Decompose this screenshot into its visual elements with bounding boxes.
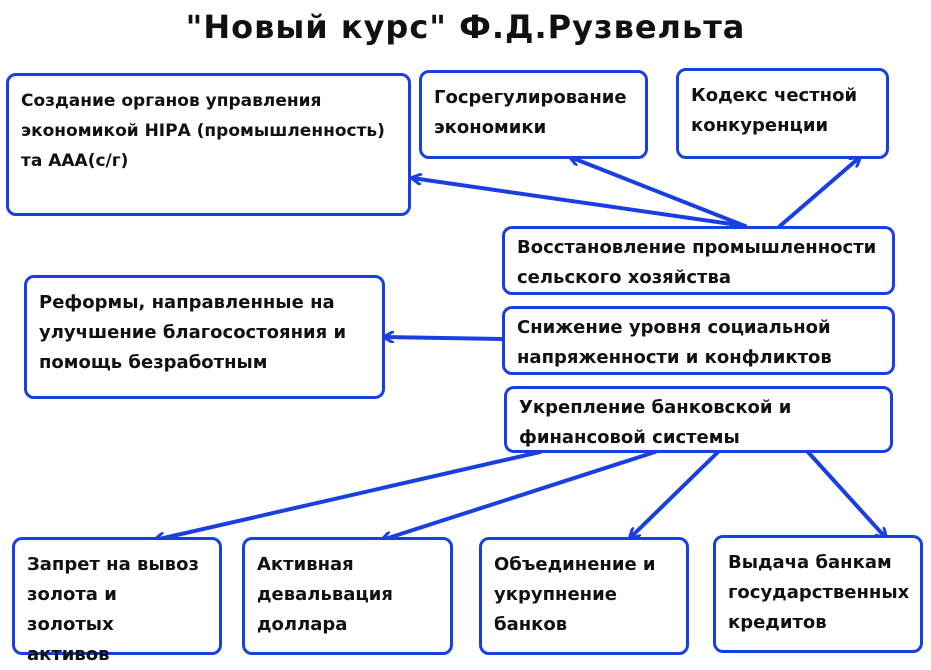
box-merger: Объединение и укрупнение банков	[479, 537, 689, 655]
arrow-banking-to-gold	[155, 450, 542, 540]
box-devaluation: Активная девальвация доллара	[242, 537, 453, 655]
box-restoration: Восстановление промышленности сельского …	[502, 226, 895, 295]
arrow-banking-to-credits	[806, 450, 886, 538]
box-regulation: Госрегулирование экономики	[419, 70, 648, 159]
page-title: "Новый курс" Ф.Д.Рузвельта	[185, 8, 746, 46]
arrow-tension-to-reforms	[384, 337, 504, 339]
arrow-restoration-to-regulation	[570, 157, 747, 228]
box-gold: Запрет на вывоз золота и золотых активов	[12, 537, 222, 665]
box-banking: Укрепление банковской и финансовой систе…	[504, 386, 893, 453]
box-code: Кодекс честной конкуренции	[676, 68, 889, 159]
arrow-restoration-to-code	[778, 157, 860, 228]
box-reforms: Реформы, направленные на улучшение благо…	[24, 275, 385, 399]
box-tension: Снижение уровня социальной напряженности…	[502, 306, 895, 375]
arrow-banking-to-devaluation	[382, 450, 657, 540]
arrow-restoration-to-agencies	[412, 178, 747, 228]
box-agencies: Создание органов управления экономикой Н…	[6, 73, 411, 216]
box-credits: Выдача банкам государственных кредитов	[713, 535, 923, 653]
arrow-banking-to-merger	[630, 450, 720, 538]
